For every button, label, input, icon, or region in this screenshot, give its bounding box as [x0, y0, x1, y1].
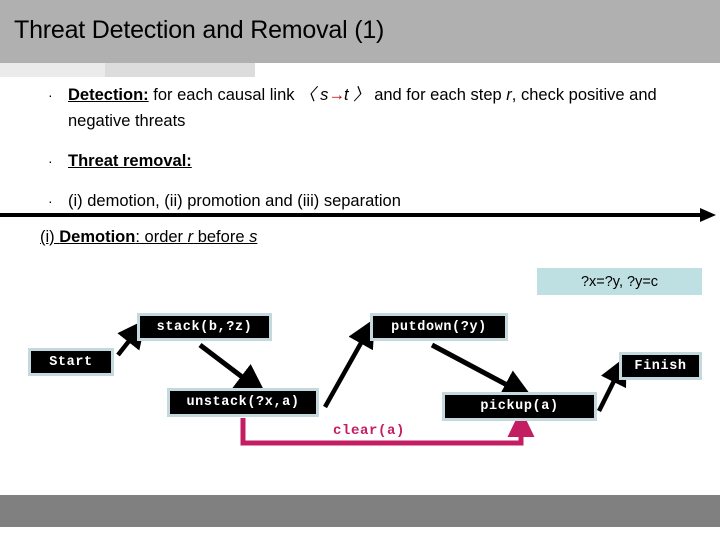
- bullet-text-removal-methods: (i) demotion, (ii) promotion and (iii) s…: [68, 192, 401, 210]
- demotion-text-mid: before: [193, 228, 250, 246]
- bullet-lead-threat-removal: Threat removal:: [68, 152, 192, 170]
- plan-node-pickup[interactable]: pickup(a): [442, 392, 597, 421]
- demotion-var-s: s: [249, 228, 258, 246]
- plan-node-putdown[interactable]: putdown(?y): [370, 313, 508, 341]
- demotion-text: order: [139, 228, 188, 246]
- right-arrow-icon: →: [328, 86, 344, 104]
- plan-graph-diagram: Start stack(b,?z) unstack(?x,a) putdown(…: [0, 255, 720, 465]
- bullet-text-tail: , check positive and negative threats: [68, 86, 657, 130]
- causal-link-source: 〈 s: [299, 86, 329, 104]
- causal-link-label: clear(a): [333, 423, 406, 439]
- bullet-marker: ·: [48, 193, 53, 209]
- demotion-colon: :: [135, 228, 140, 246]
- plan-node-start[interactable]: Start: [28, 348, 114, 376]
- header-accent-strip-left: [0, 63, 105, 77]
- bullet-lead-detection: Detection:: [68, 86, 149, 104]
- plan-node-stack[interactable]: stack(b,?z): [137, 313, 272, 341]
- binding-constraints-box: ?x=?y, ?y=c: [537, 268, 702, 295]
- step-variable: r: [506, 86, 512, 104]
- demotion-var-r: r: [187, 228, 194, 246]
- demotion-index: (i): [40, 228, 60, 246]
- bullet-marker: ·: [48, 153, 53, 169]
- edge-putdown-to-pickup: [430, 342, 534, 400]
- header-accent-strip-right: [105, 63, 255, 77]
- edge-stack-to-unstack: [198, 343, 267, 396]
- timeline-arrow-icon: [0, 208, 716, 222]
- bullet-item-detection: · Detection: for each causal link 〈 s→t …: [40, 82, 712, 134]
- causal-link-clear-a: [240, 409, 535, 446]
- bullet-item-threat-removal: · Threat removal:: [40, 148, 712, 174]
- bullet-text-before-link: for each causal link: [148, 86, 300, 104]
- demotion-caption: (i) Demotion: order r before s: [40, 228, 257, 247]
- causal-link-target: t 〉: [343, 86, 370, 104]
- edge-unstack-to-putdown: [323, 318, 375, 409]
- bullet-marker: ·: [48, 87, 53, 103]
- bullet-item-removal-methods: · (i) demotion, (ii) promotion and (iii)…: [40, 188, 712, 214]
- plan-graph-edges: [116, 318, 627, 446]
- plan-node-finish[interactable]: Finish: [619, 352, 702, 380]
- edge-pickup-to-finish: [596, 356, 627, 413]
- page-title: Threat Detection and Removal (1): [14, 16, 385, 44]
- demotion-label: (i) Demotion: order r before s: [40, 228, 257, 246]
- bullet-text-after-link: and for each step: [369, 86, 507, 104]
- demotion-keyword: Demotion: [59, 228, 136, 246]
- slide-header-bar: [0, 0, 720, 63]
- bullet-list: · Detection: for each causal link 〈 s→t …: [40, 82, 712, 214]
- slide-footer-bar: [0, 495, 720, 527]
- edge-start-to-stack: [116, 319, 147, 357]
- plan-node-unstack[interactable]: unstack(?x,a): [167, 388, 319, 417]
